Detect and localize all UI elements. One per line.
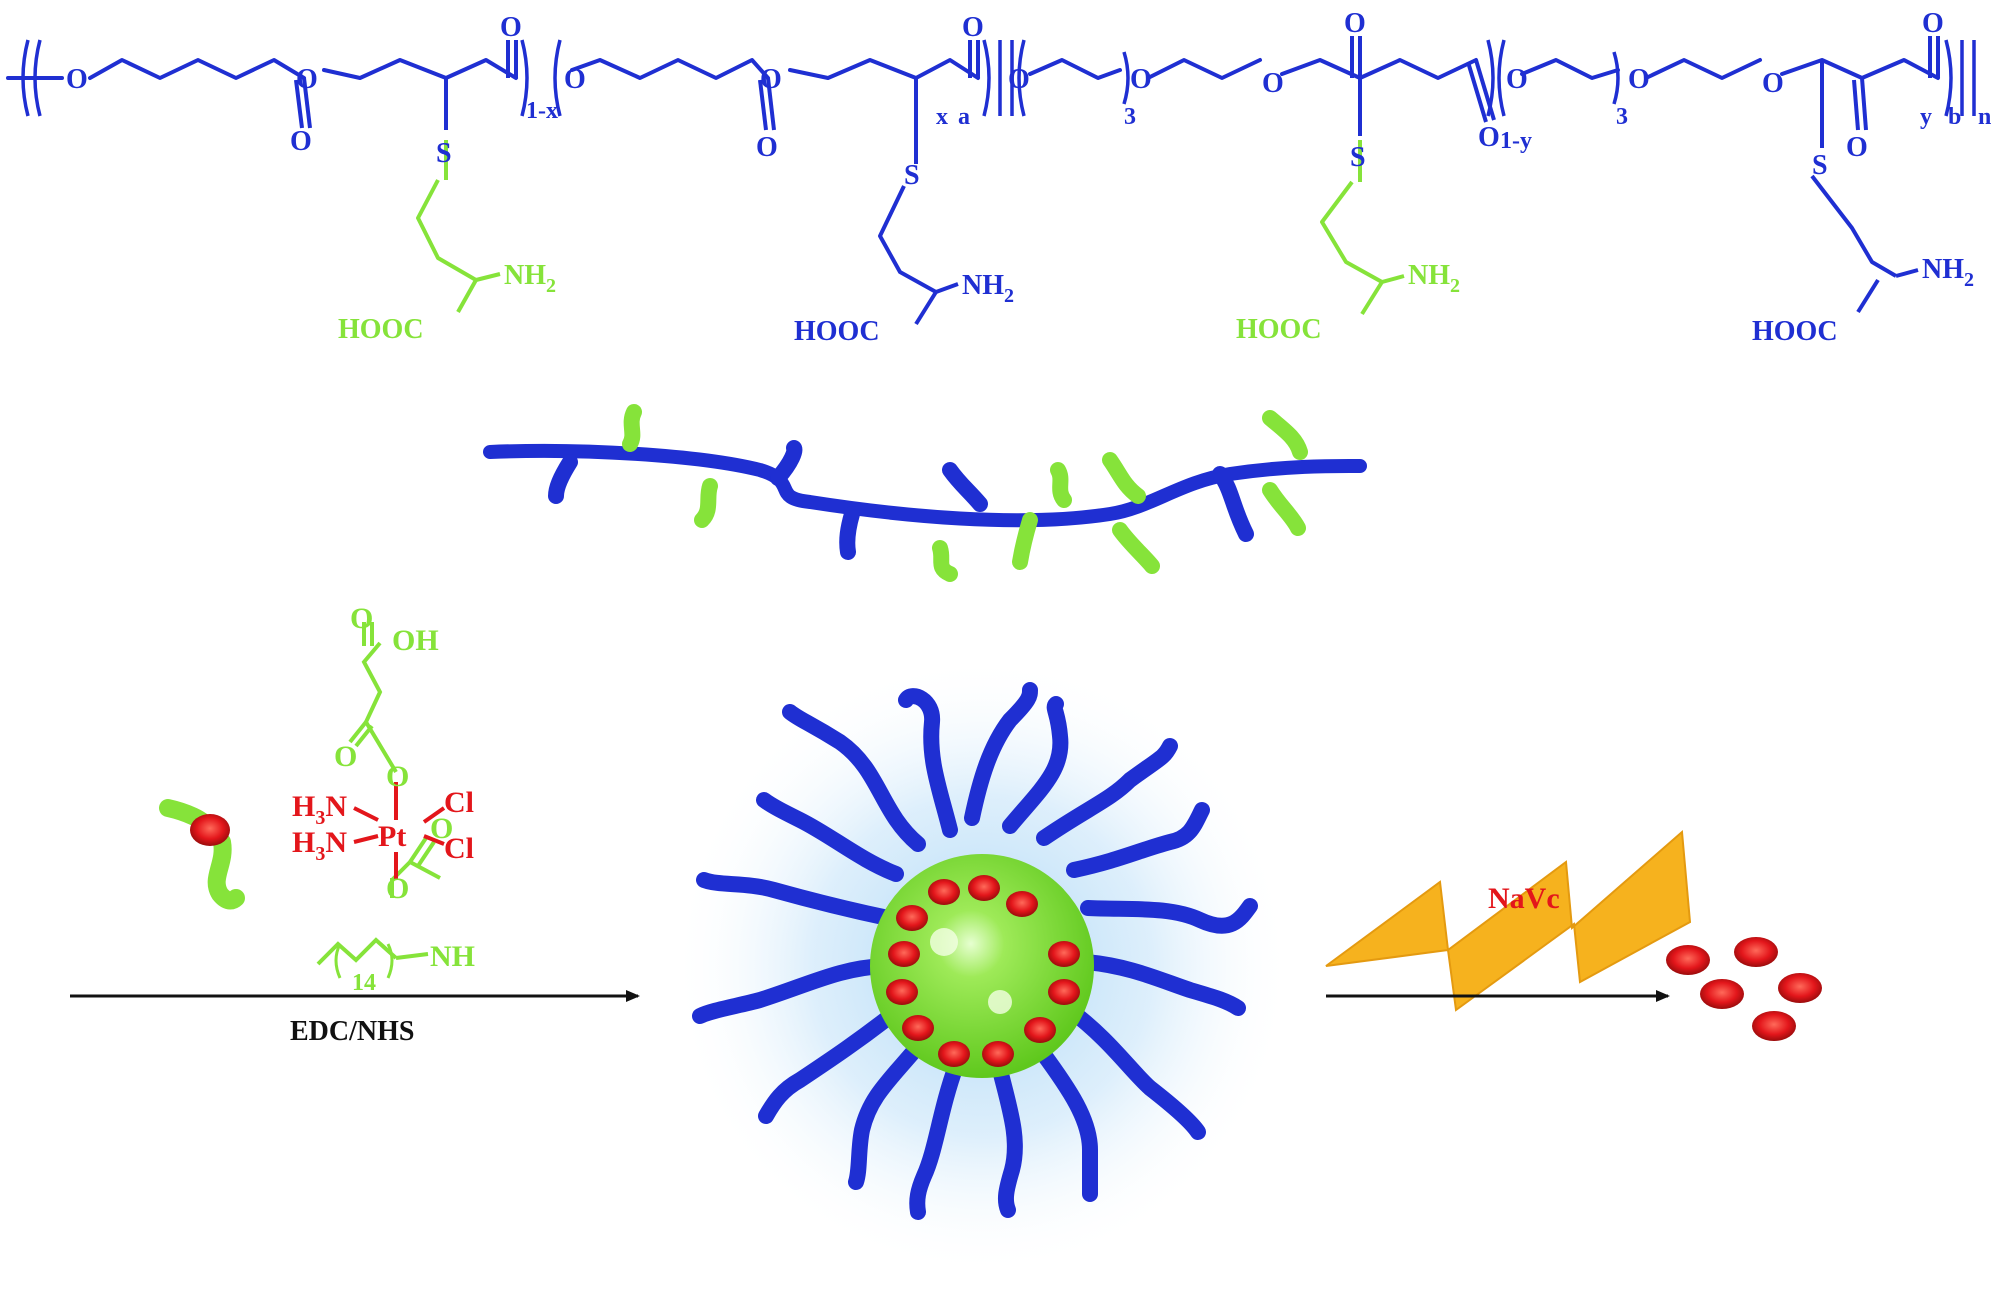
- pt-cargo-beads: [886, 875, 1080, 1067]
- ammine-h: H: [292, 826, 315, 859]
- repeat-subscripts: 1-x x a 3 1-y 3 y b n: [526, 98, 1991, 154]
- subscript-1-x: 1-x: [526, 98, 558, 124]
- ammine-sub: 3: [315, 807, 325, 829]
- amine-subscript: 2: [546, 275, 556, 297]
- micelle-corona-chains: [692, 682, 1258, 1220]
- carboxylic-acid-label: HOOC: [794, 316, 880, 347]
- subscript-3: 3: [1616, 104, 1628, 130]
- amine-label: NH: [962, 270, 1004, 301]
- amine-label: NH: [1922, 254, 1964, 285]
- blue-side-chains: [548, 440, 1254, 560]
- conjugation-step: EDC/NHS: [70, 990, 640, 1047]
- release-step: NaVc: [1325, 829, 1822, 1041]
- oxygen-atom: O: [1506, 64, 1528, 95]
- subscript-x: x: [936, 104, 948, 130]
- chloride-label: Cl: [444, 786, 474, 819]
- oxygen-atom: O: [1628, 64, 1650, 95]
- svg-text:H3N: H3N: [292, 826, 347, 865]
- carbonyl-oxygen-label: O: [334, 740, 357, 773]
- carbonyl-oxygen-label: O: [350, 602, 373, 635]
- carbamate-nh-label: NH: [430, 940, 475, 973]
- carbamate-carbonyl-label: O: [430, 812, 453, 845]
- green-side-chains: [622, 404, 1308, 582]
- reductant-label: NaVc: [1488, 882, 1560, 915]
- alkyl-chain-subscript: 14: [352, 970, 376, 996]
- carboxylic-acid-label: HOOC: [1236, 314, 1322, 345]
- carboxylic-acid-label: HOOC: [338, 314, 424, 345]
- amine-label: NH: [504, 260, 546, 291]
- oxygen-atom: O: [564, 64, 586, 95]
- svg-text:NH2: NH2: [962, 270, 1014, 307]
- polymer-backbone-cartoon: [483, 443, 1367, 528]
- sulfur-atom: S: [1350, 142, 1366, 173]
- polymer-chain-cartoon: [483, 404, 1367, 582]
- reagent-label: EDC/NHS: [290, 1016, 414, 1047]
- svg-text:NH2: NH2: [1408, 260, 1460, 297]
- sulfur-atom: S: [904, 160, 920, 191]
- subscript-n: n: [1978, 104, 1991, 130]
- released-pt-drugs: [1666, 937, 1822, 1041]
- hydroxyl-label: OH: [392, 624, 439, 657]
- ammine-h: H: [292, 790, 315, 823]
- oxygen-atom: O: [1008, 64, 1030, 95]
- micelle: [672, 656, 1292, 1276]
- pt-cargo-bead: [190, 814, 230, 846]
- carbamate-oxygen-label: O: [386, 872, 409, 905]
- oxygen-atom: O: [760, 64, 782, 95]
- ester-oxygen-label: O: [386, 760, 409, 793]
- amine-label: NH: [1408, 260, 1450, 291]
- repeat-brackets: [21, 39, 1976, 117]
- oxygen-atom: O: [756, 132, 778, 163]
- polymer-backbone: [6, 58, 1940, 80]
- platinum-prodrug: OH O O O O O H3N H3N Pt Cl Cl NH 14: [159, 602, 475, 996]
- ammine-n: N: [325, 790, 347, 823]
- subscript-y: y: [1920, 104, 1932, 130]
- svg-text:NH2: NH2: [1922, 254, 1974, 291]
- subscript-a: a: [958, 104, 970, 130]
- subscript-b: b: [1948, 104, 1961, 130]
- oxygen-atom: O: [66, 64, 88, 95]
- ammine-n: N: [325, 826, 347, 859]
- amine-group: NH2 NH2 NH2 NH2: [504, 254, 1974, 307]
- oxygen-atom: O: [1130, 64, 1152, 95]
- oxygen-atom: O: [1762, 68, 1784, 99]
- carboxylic-acid-label: HOOC: [1752, 316, 1838, 347]
- amine-subscript: 2: [1004, 285, 1014, 307]
- sulfur-atom: S: [1812, 150, 1828, 181]
- subscript-3: 3: [1124, 104, 1136, 130]
- oxygen-atom: O: [290, 126, 312, 157]
- oxygen-atom: O: [962, 12, 984, 43]
- ammine-sub: 3: [315, 843, 325, 865]
- lightning-bolt-icon: [1325, 829, 1692, 1012]
- oxygen-atom: O: [500, 12, 522, 43]
- oxygen-labels: O O O O O O O O O O O O O O O O O O: [66, 8, 1944, 163]
- polymer-formula: O O O O O O O O O O O O O O O O O O S S …: [6, 8, 1991, 347]
- amine-subscript: 2: [1964, 269, 1974, 291]
- oxygen-atom: O: [296, 64, 318, 95]
- svg-text:NH2: NH2: [504, 260, 556, 297]
- platinum-label: Pt: [378, 820, 406, 853]
- amine-subscript: 2: [1450, 275, 1460, 297]
- oxygen-atom: O: [1846, 132, 1868, 163]
- chloride-label: Cl: [444, 832, 474, 865]
- prodrug-cartoon: [159, 799, 245, 910]
- oxygen-atom: O: [1478, 122, 1500, 153]
- sulfur-atom: S: [436, 138, 452, 169]
- oxygen-atom: O: [1344, 8, 1366, 39]
- svg-text:H3N: H3N: [292, 790, 347, 829]
- oxygen-atom: O: [1922, 8, 1944, 39]
- oxygen-atom: O: [1262, 68, 1284, 99]
- cysteine-side-chains: [416, 60, 1919, 326]
- prodrug-pt-bonds: [353, 782, 446, 880]
- subscript-1-y: 1-y: [1500, 128, 1532, 154]
